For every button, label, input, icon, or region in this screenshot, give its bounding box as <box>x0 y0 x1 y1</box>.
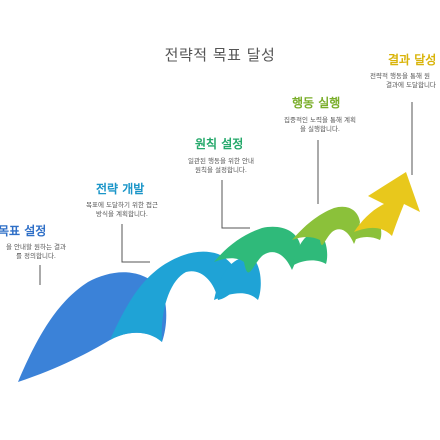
step-1-desc-line-2: 를 정의합니다. <box>15 252 56 260</box>
connector-line-3 <box>221 180 250 229</box>
step-1-title: 목표 설정 <box>0 224 47 238</box>
step-4-desc-line-2: 을 실행합니다. <box>299 125 340 133</box>
step-2-desc-line-1: 목표에 도달하기 위한 접근 <box>86 201 158 209</box>
step-3-title: 원칙 설정 <box>195 137 244 151</box>
connector-line-2 <box>121 224 150 263</box>
step-4-description: 집중적인 노력을 통해 계획 을 실행합니다. <box>272 116 368 134</box>
step-1-description: 을 안내할 원하는 결과 를 정의합니다. <box>0 243 78 261</box>
step-3-description: 일관된 행동을 위한 안내 원칙을 설정합니다. <box>176 157 266 175</box>
step-5-title: 결과 달성 <box>388 53 437 67</box>
step-2-desc-line-2: 방식을 계획합니다. <box>96 210 148 218</box>
ribbon-step-1 <box>18 272 167 382</box>
step-1-desc-line-1: 을 안내할 원하는 결과 <box>5 243 67 251</box>
step-2-title: 전략 개발 <box>96 182 145 196</box>
ribbon-step-3 <box>214 226 300 273</box>
ribbon-step-2 <box>110 251 240 342</box>
step-5-description: 전략적 행동을 통해 원 결과에 도달합니다 <box>370 72 440 90</box>
step-3-desc-line-2: 원칙을 설정합니다. <box>195 166 247 174</box>
ribbon-step-4 <box>292 206 360 246</box>
step-4-title: 행동 실행 <box>292 96 341 110</box>
ribbon-step-5-arrow <box>354 172 420 236</box>
step-5-desc-line-2: 결과에 도달합니다 <box>386 81 436 89</box>
step-2-description: 목표에 도달하기 위한 접근 방식을 계획합니다. <box>74 201 170 219</box>
connector-lines <box>39 102 413 285</box>
step-5-desc-line-1: 전략적 행동을 통해 원 <box>370 72 431 80</box>
step-3-desc-line-1: 일관된 행동을 위한 안내 <box>188 157 254 165</box>
ribbon-step-3-swoop <box>292 232 328 266</box>
step-4-desc-line-1: 집중적인 노력을 통해 계획 <box>284 116 356 124</box>
diagram-title: 전략적 목표 달성 <box>164 46 276 64</box>
